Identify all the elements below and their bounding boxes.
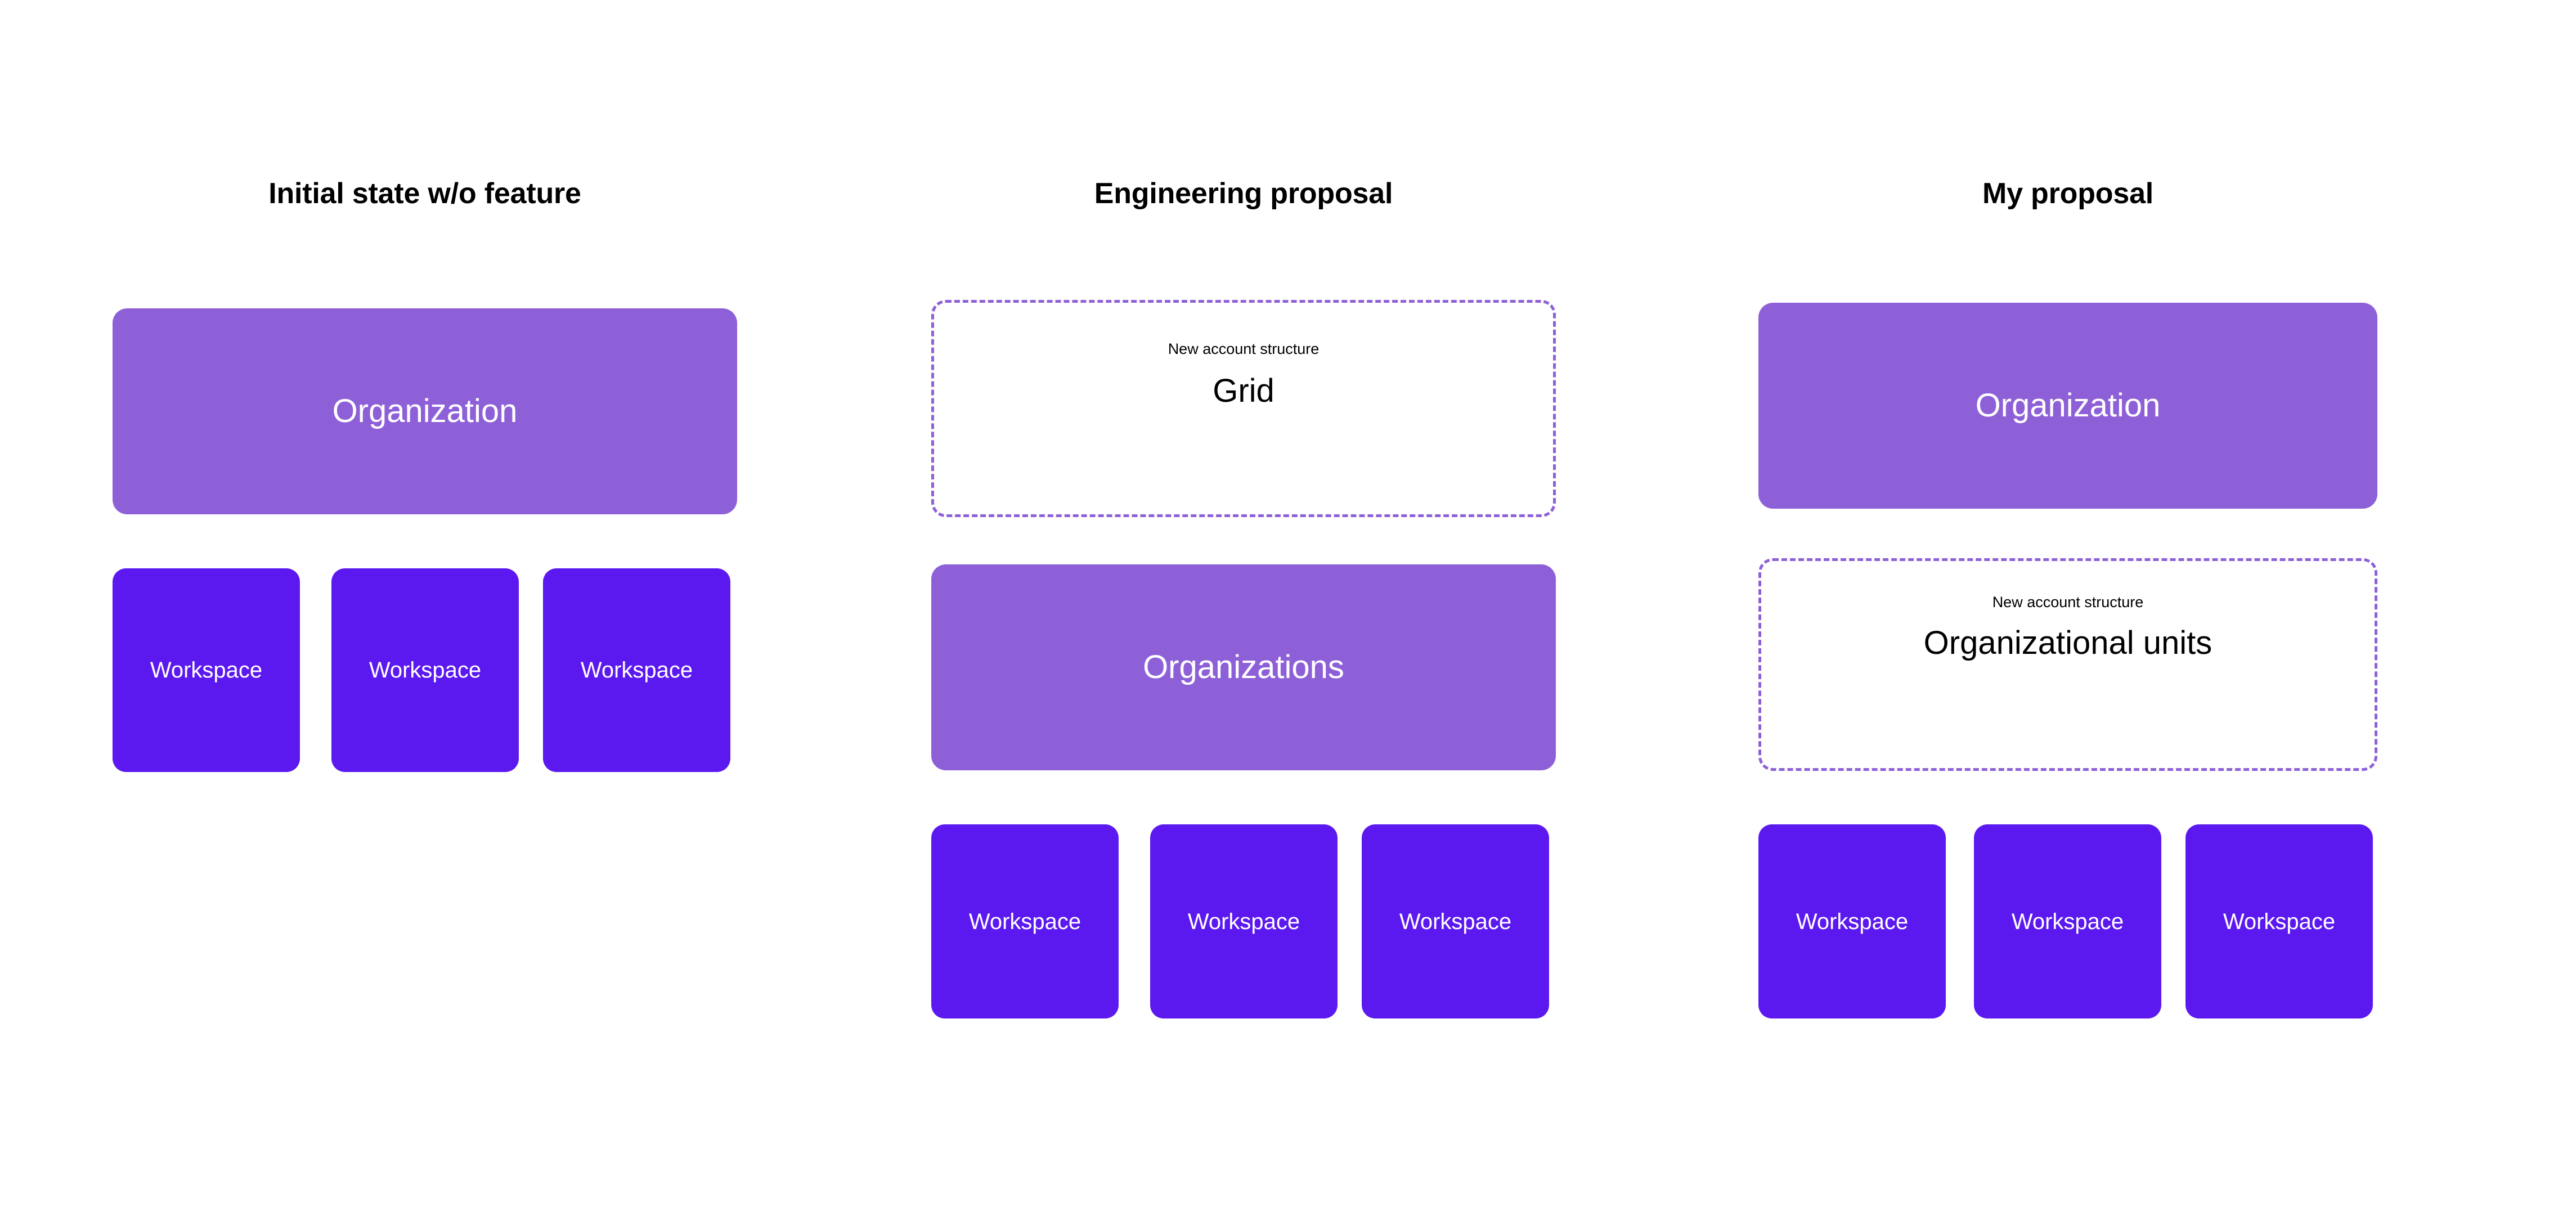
- column-title-engineering-proposal: Engineering proposal: [1094, 177, 1393, 210]
- new-account-structure-label: Organizational units: [1923, 625, 2213, 661]
- organization-card-label: Organization: [1975, 387, 2161, 424]
- workspace-card-label: Workspace: [580, 658, 693, 683]
- workspace-card-label: Workspace: [1399, 909, 1512, 934]
- workspace-card[interactable]: Workspace: [931, 824, 1119, 1018]
- column-title-my-proposal: My proposal: [1982, 177, 2154, 210]
- new-account-structure-card[interactable]: New account structure Organizational uni…: [1758, 558, 2377, 771]
- organization-card-label: Organizations: [1143, 649, 1344, 685]
- workspace-card[interactable]: Workspace: [1150, 824, 1338, 1018]
- new-account-structure-eyebrow: New account structure: [1168, 340, 1320, 357]
- workspace-card[interactable]: Workspace: [331, 568, 519, 772]
- workspace-card[interactable]: Workspace: [2185, 824, 2373, 1018]
- organization-card[interactable]: Organization: [1758, 303, 2377, 509]
- column-my-proposal: My proposal Organization New account str…: [1758, 0, 2377, 1207]
- new-account-structure-card[interactable]: New account structure Grid: [931, 300, 1556, 517]
- organization-card[interactable]: Organizations: [931, 564, 1556, 770]
- workspace-card[interactable]: Workspace: [113, 568, 300, 772]
- column-engineering-proposal: Engineering proposal New account structu…: [931, 0, 1556, 1207]
- workspace-card[interactable]: Workspace: [1758, 824, 1946, 1018]
- workspace-card-label: Workspace: [369, 658, 482, 683]
- workspace-card-label: Workspace: [150, 658, 263, 683]
- organization-card[interactable]: Organization: [113, 308, 737, 514]
- new-account-structure-eyebrow: New account structure: [1992, 594, 2144, 611]
- workspace-card[interactable]: Workspace: [1974, 824, 2161, 1018]
- workspace-card-label: Workspace: [1187, 909, 1300, 934]
- workspace-card-label: Workspace: [968, 909, 1081, 934]
- workspace-card-label: Workspace: [2223, 909, 2336, 934]
- workspace-card[interactable]: Workspace: [543, 568, 730, 772]
- column-title-initial-state: Initial state w/o feature: [268, 177, 581, 210]
- new-account-structure-label: Grid: [1213, 373, 1274, 409]
- workspace-card-label: Workspace: [2011, 909, 2124, 934]
- column-initial-state: Initial state w/o feature Organization W…: [113, 0, 737, 1207]
- workspace-card-label: Workspace: [1796, 909, 1909, 934]
- organization-card-label: Organization: [332, 393, 518, 429]
- workspace-card[interactable]: Workspace: [1362, 824, 1549, 1018]
